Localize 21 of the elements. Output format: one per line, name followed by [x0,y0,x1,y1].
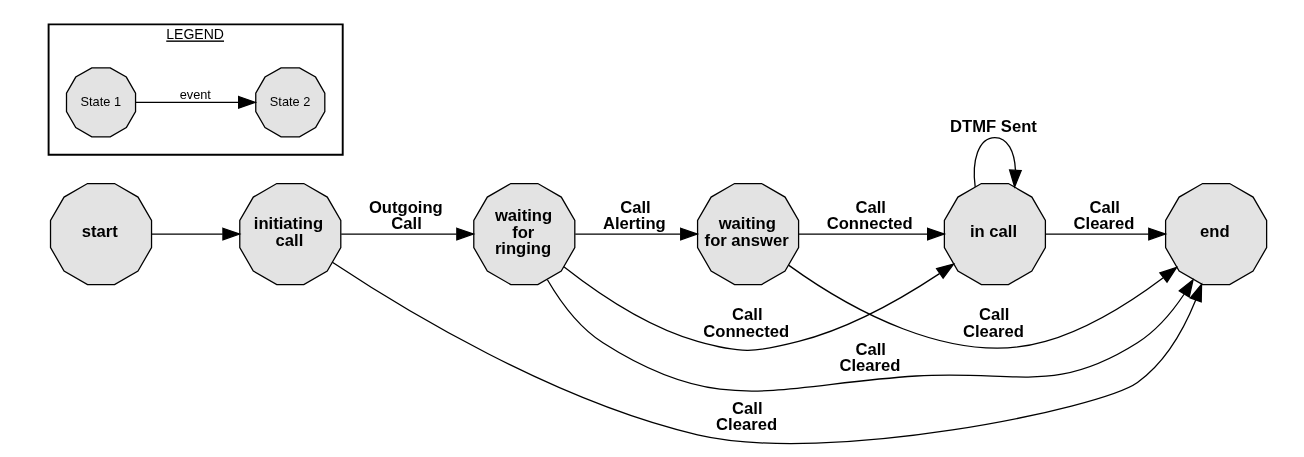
edge-label: Call Cleared [715,398,777,434]
arrow [787,263,1178,349]
arrow [134,95,257,109]
arrow [574,226,699,241]
edge-label: Outgoing Call [368,197,443,233]
edge-label: Call Alerting [602,197,666,233]
arrow [562,262,955,351]
arrow [797,226,946,241]
arrow [150,226,241,241]
arrow [546,277,1194,392]
edge-label: DTMF Sent [949,116,1037,136]
arrow [331,261,1202,444]
edge-label: Call Cleared [839,339,900,375]
arrow [340,226,475,241]
arrow [973,136,1022,189]
edge-label: event [179,86,211,102]
edge-label: Call Cleared [1073,197,1134,233]
edge-label: Call Connected [826,197,913,233]
edge-label: Call Cleared [962,304,1024,341]
arrow [1044,226,1167,241]
edge-label: Call Connected [702,304,789,341]
